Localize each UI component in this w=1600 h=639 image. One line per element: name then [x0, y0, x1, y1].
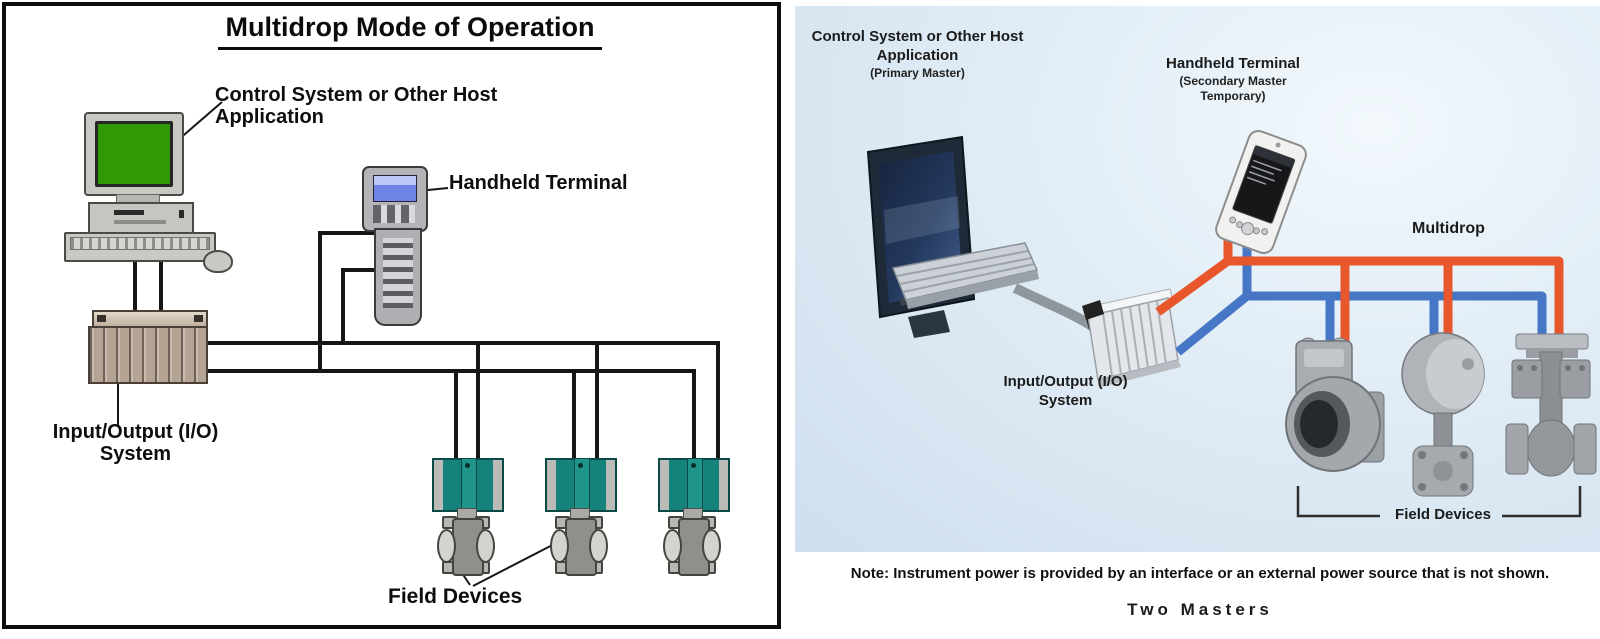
flat-monitor-icon: [866, 135, 976, 338]
label-handheld-right-main: Handheld Terminal: [1166, 55, 1300, 72]
left-bus-wires: [133, 231, 720, 458]
label-control-system-left: Control System or Other Host Application: [215, 84, 498, 129]
io-module-icon: [1082, 288, 1181, 387]
transmitter-icon: [1401, 332, 1485, 497]
label-secondary-master: (Secondary Master Temporary): [1179, 73, 1287, 103]
crt-monitor-icon: [84, 112, 184, 196]
label-control-system-right: Control System or Other Host Application…: [805, 28, 1030, 81]
drive-bay: [114, 220, 166, 224]
valve-flange: [663, 529, 682, 563]
device-dot: [578, 463, 583, 468]
field-devices-bracket: [1296, 486, 1582, 518]
handheld-terminal-body: [374, 228, 422, 326]
power-switch: [179, 210, 184, 218]
handheld-terminal-icon: [362, 166, 428, 232]
valve-flange: [437, 529, 456, 563]
field-device-icon: [658, 458, 730, 512]
valve-icon: [437, 516, 495, 576]
left-diagram-title-text: Multidrop Mode of Operation: [217, 12, 603, 50]
io-rack-screw: [97, 315, 106, 322]
label-io-system-left: Input/Output (I/O) System: [52, 421, 219, 466]
device-rail: [606, 460, 615, 510]
label-field-devices-right: Field Devices: [1395, 506, 1491, 523]
control-valve-icon: [1505, 333, 1597, 477]
label-handheld-right: Handheld Terminal (Secondary Master Temp…: [1153, 55, 1313, 104]
flow-meter-icon: [1285, 337, 1385, 472]
field-device-icon: [432, 458, 504, 512]
device-dot: [465, 463, 470, 468]
left-diagram-title: Multidrop Mode of Operation: [150, 12, 670, 50]
valve-icon: [550, 516, 608, 576]
device-rail: [434, 460, 443, 510]
label-handheld-left: Handheld Terminal: [449, 172, 628, 194]
field-device-icon: [545, 458, 617, 512]
handheld-function-keys: [373, 205, 415, 223]
io-rack-screw: [194, 315, 203, 322]
keyboard-keys: [70, 237, 210, 250]
multidrop-cable-blue: [1175, 234, 1547, 356]
io-rack-icon: [88, 326, 208, 384]
label-control-system-right-main: Control System or Other Host Application: [811, 28, 1024, 64]
desktop-unit-icon: [88, 202, 194, 236]
device-rail: [493, 460, 502, 510]
valve-flange: [476, 529, 495, 563]
mouse-icon: [203, 250, 233, 273]
handheld-screen: [373, 175, 417, 202]
caption-two-masters: Two Masters: [1127, 600, 1273, 619]
valve-flange: [550, 529, 569, 563]
crt-screen: [95, 121, 173, 187]
device-rail: [547, 460, 556, 510]
label-primary-master: (Primary Master): [870, 65, 965, 80]
label-field-devices-left: Field Devices: [388, 585, 523, 608]
valve-flange: [702, 529, 721, 563]
note-text: Note: Instrument power is provided by an…: [850, 565, 1550, 582]
device-dot: [691, 463, 696, 468]
valve-icon: [663, 516, 721, 576]
keyboard-icon: [891, 242, 1039, 309]
label-multidrop: Multidrop: [1412, 220, 1485, 237]
floppy-slot: [114, 210, 144, 215]
pda-handheld-icon: [1215, 129, 1307, 255]
device-rail: [719, 460, 728, 510]
valve-flange: [589, 529, 608, 563]
handheld-keypad: [383, 238, 413, 308]
keyboard-icon: [64, 232, 216, 262]
label-io-system-right: Input/Output (I/O) System: [1003, 373, 1128, 409]
device-rail: [660, 460, 669, 510]
